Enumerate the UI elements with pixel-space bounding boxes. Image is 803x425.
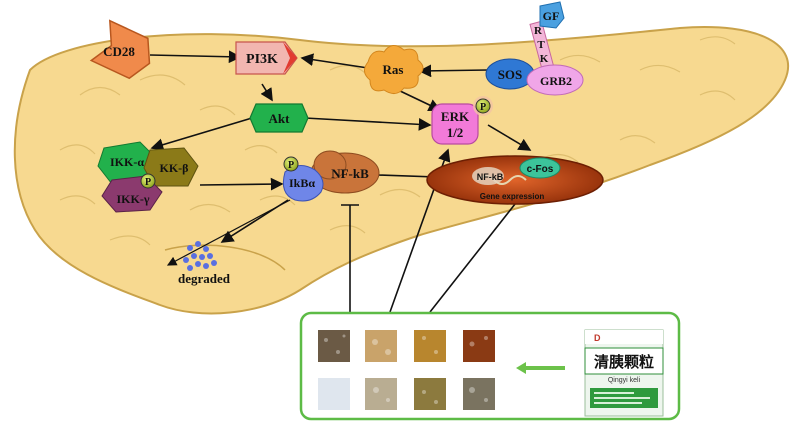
grb2-label: GRB2 <box>540 74 572 88</box>
cfos-label: c-Fos <box>527 164 554 175</box>
degraded-label: degraded <box>178 271 231 286</box>
herb-image-5 <box>318 378 350 410</box>
nucleus: NF-kB c-Fos Gene expression <box>426 155 604 205</box>
rtk-k-label: K <box>540 53 549 65</box>
herb-image-1 <box>318 330 350 362</box>
ikba-nfkb-complex: NF-kB IkBα P <box>282 150 380 202</box>
rtk-r-label: R <box>534 25 543 37</box>
product-name-en: Qingyi keli <box>608 377 641 384</box>
ras-label: Ras <box>383 62 404 77</box>
arrow-ikba-degraded-2 <box>166 199 291 266</box>
erk-phospho <box>475 98 491 114</box>
arrow-drug-cfos <box>429 183 531 313</box>
akt-node: Akt <box>249 103 309 133</box>
ikk-complex: IKK-α KK-β IKK-γ P <box>97 141 199 213</box>
herb-image-3 <box>414 330 446 362</box>
akt-label: Akt <box>269 111 291 126</box>
ikk-beta-label: KK-β <box>160 161 189 175</box>
ras-node: Ras <box>364 45 424 94</box>
ikk-alpha-label: IKK-α <box>110 155 144 169</box>
erk-node: ERK 1/2 P <box>431 96 493 145</box>
gf-label: GF <box>543 9 560 23</box>
herb-image-6 <box>365 378 397 410</box>
receptor-tyrosine-kinase: R T K <box>529 20 555 72</box>
rtk-t-label: T <box>537 39 545 51</box>
herb-image-8 <box>463 378 495 410</box>
arrow-erk-cfos <box>487 124 532 151</box>
pi3k-label: PI3K <box>246 52 278 67</box>
cd28-label: CD28 <box>103 44 135 59</box>
arrow-ras-erk <box>397 89 442 111</box>
product-name-cn: 清胰颗粒 <box>594 353 654 371</box>
sos-label: SOS <box>498 67 523 82</box>
ikk-phospho <box>140 173 156 189</box>
product-logo: D <box>594 333 601 343</box>
ikba-phospho <box>283 156 299 172</box>
arrow-akt-erk <box>304 117 432 131</box>
nucleus-nfkb-label: NF-kB <box>477 172 504 182</box>
grb2-node: GRB2 <box>526 64 584 96</box>
arrow-pi3k-akt <box>260 83 273 102</box>
sos-node: SOS <box>485 58 535 90</box>
pancreas-lobules <box>59 36 736 246</box>
arrow-ras-pi3k <box>300 53 369 69</box>
ikba-phospho-label: P <box>288 160 294 171</box>
ikk-phospho-label: P <box>145 177 151 188</box>
herb-image-7 <box>414 378 446 410</box>
pi3k-node: PI3K <box>235 41 298 75</box>
nfkb-label: NF-kB <box>331 166 369 181</box>
cd28-receptor: CD28 <box>89 19 151 80</box>
gene-expression-label: Gene expression <box>480 192 545 201</box>
arrow-ikk-ikba <box>199 177 284 191</box>
gf-node: GF <box>539 1 565 29</box>
arrow-akt-ikk <box>150 117 253 151</box>
degraded-fragments <box>183 241 217 271</box>
herb-thumbnails <box>318 330 495 410</box>
herb-image-2 <box>365 330 397 362</box>
herb-formula-box: D 清胰颗粒 Qingyi keli <box>299 311 681 421</box>
erk-label-line1: ERK <box>441 109 470 124</box>
ikk-gamma-label: IKK-γ <box>117 192 150 206</box>
ikba-label: IkBα <box>289 176 315 190</box>
arrow-cd28-pi3k <box>149 50 242 64</box>
product-package: D 清胰颗粒 Qingyi keli <box>584 329 664 417</box>
pancreas-duct-fold <box>164 244 286 271</box>
arrow-sos-ras <box>418 64 489 78</box>
herb-image-4 <box>463 330 495 362</box>
erk-label-line2: 1/2 <box>447 125 464 140</box>
erk-phospho-label: P <box>480 102 486 113</box>
